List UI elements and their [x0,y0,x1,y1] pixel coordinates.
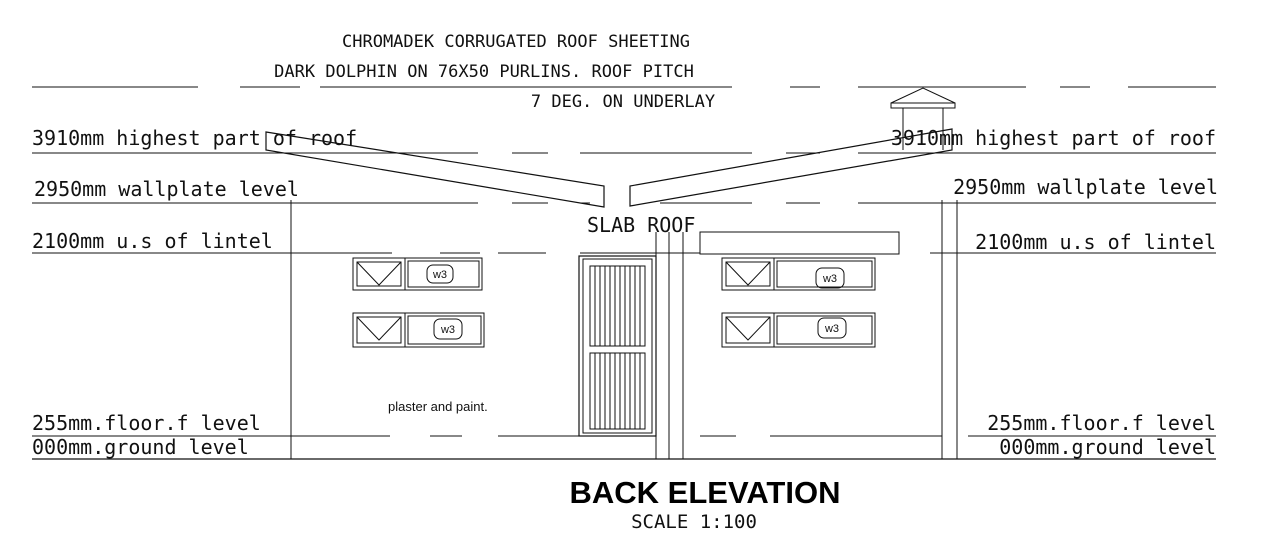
door-lower-slats [594,353,641,429]
level-lintel-left: 2100mm u.s of lintel [32,229,273,253]
window-right-upper: w3 [721,257,876,291]
window-left-lower: w3 [352,312,485,348]
drawing-title: BACK ELEVATION [570,475,841,510]
door-lower-panel [589,352,646,430]
window-right-lower: w3 [721,312,876,348]
level-ground-left: 000mm.ground level [32,435,249,459]
level-wallplate-left: 2950mm wallplate level [34,177,299,201]
level-ground-right: 000mm.ground level [999,435,1216,459]
back-door [578,255,657,437]
level-reference-lines [32,86,1216,460]
window-tag: w3 [822,273,837,285]
door-upper-slats [594,266,641,346]
level-highest-roof-left: 3910mm highest part of roof [32,126,357,150]
slab-roof-label: SLAB ROOF [587,213,695,237]
walls [290,200,958,459]
window-tag: w3 [824,323,839,335]
roof-note-line-2: DARK DOLPHIN ON 76X50 PURLINS. ROOF PITC… [274,62,694,82]
level-wallplate-right: 2950mm wallplate level [953,175,1218,199]
drawing-scale: SCALE 1:100 [631,511,757,533]
roof-note-line-1: CHROMADEK CORRUGATED ROOF SHEETING [342,32,690,52]
slab-roof-band [699,231,900,255]
roof-sheets [265,128,953,208]
level-highest-roof-right: 3910mm highest part of roof [891,126,1216,150]
roof-note-line-3: 7 DEG. ON UNDERLAY [531,92,715,112]
window-tag: w3 [432,269,447,281]
level-floor-right: 255mm.floor.f level [987,411,1216,435]
door-upper-panel [589,265,646,347]
vent-cowl [890,87,956,150]
level-labels-left: 3910mm highest part of roof 2950mm wallp… [32,126,357,459]
window-tag: w3 [440,324,455,336]
level-labels-right: 3910mm highest part of roof 2950mm wallp… [891,126,1218,459]
finish-note: plaster and paint. [388,399,488,414]
level-lintel-right: 2100mm u.s of lintel [975,230,1216,254]
level-floor-left: 255mm.floor.f level [32,411,261,435]
window-left-upper: w3 [352,257,483,291]
